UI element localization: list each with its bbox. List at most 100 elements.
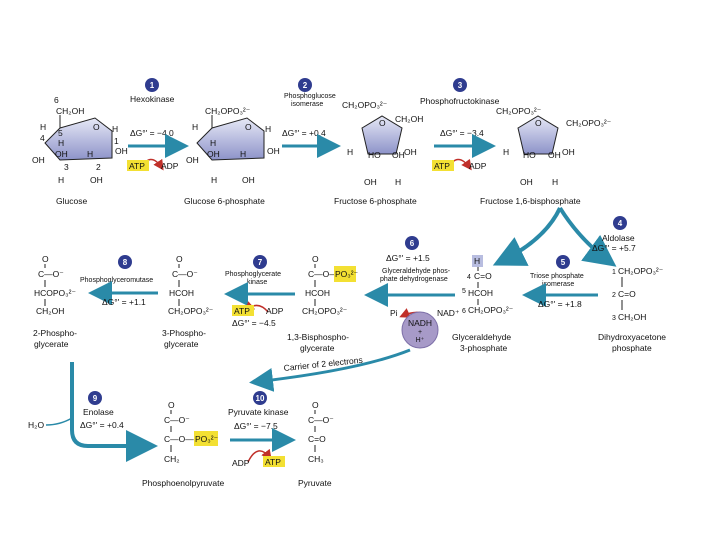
split-arrow-dhap <box>558 206 617 267</box>
acyl-phosphate: C—O— <box>308 269 338 279</box>
g3p-structure: H C=O 4 HCOH 5 CH₂OPO₃²⁻ 6 <box>462 255 514 315</box>
enzyme-name: Triose phosphate <box>530 273 584 280</box>
compound-label-g3p: 3-phosphate <box>460 343 508 353</box>
delta-g: ΔG°' = +0.4 <box>282 128 326 138</box>
compound-label-pep: Phosphoenolpyruvate <box>142 478 225 488</box>
bpg-structure: O C—O— PO₃²⁻ HCOH CH₂OPO₃²⁻ <box>302 254 359 316</box>
step-number: 8 <box>123 258 128 267</box>
delta-g: ΔG°' = −3.4 <box>440 128 484 138</box>
ho-group: HO <box>368 150 381 160</box>
oh-group: OH <box>404 147 417 157</box>
step-number: 6 <box>410 239 415 248</box>
phosphate-highlight <box>194 431 218 446</box>
methyl-group: CH₃ <box>308 454 324 464</box>
step-badge <box>453 78 467 92</box>
phosphate-group: CH₂OPO₃²⁻ <box>468 305 514 315</box>
o-atom: O <box>42 254 49 264</box>
step-6: 6 ΔG°' = +1.5 Glyceraldehyde phos- phate… <box>364 236 460 349</box>
enzyme-name: Pyruvate kinase <box>228 407 289 417</box>
step-badge <box>88 391 102 405</box>
oh-group: OH <box>115 146 128 156</box>
step-badge <box>613 216 627 230</box>
enzyme-name: kinase <box>247 279 267 286</box>
h-atom: H <box>211 175 217 185</box>
step-8: 8 Phosphoglyceromutase ΔG°' = +1.1 <box>80 255 158 307</box>
o-atom: O <box>312 254 319 264</box>
step-2: 2 Phosphoglucose isomerase ΔG°' = +0.4 <box>282 78 341 158</box>
o-atom: O <box>312 400 319 410</box>
enolase-arrow <box>70 362 158 462</box>
compound-label-3pg: 3-Phospho- <box>162 328 206 338</box>
highlight-h <box>472 255 483 267</box>
ch2oh-group: CH₂OH <box>36 306 64 316</box>
h-atom: H <box>552 177 558 187</box>
water-label: H₂O <box>28 420 44 430</box>
oh-group: OH <box>364 177 377 187</box>
delta-g: ΔG°' = +1.1 <box>102 297 146 307</box>
ketone-group: C=O <box>308 434 326 444</box>
compound-label-g3p: Glyceraldehyde <box>452 332 511 342</box>
step-badge <box>253 391 267 405</box>
electron-carrier-arrow <box>249 348 411 392</box>
delta-g: ΔG°' = +1.5 <box>386 253 430 263</box>
nadh-label: NADH <box>408 318 432 328</box>
carboxylate: C—O⁻ <box>308 415 334 425</box>
adp-label: ADP <box>232 458 250 468</box>
atp-label: ATP <box>265 457 281 467</box>
compound-label-bpg: 1,3-Bisphospho- <box>287 332 349 342</box>
step-number: 1 <box>150 81 155 90</box>
atp-highlight <box>127 160 149 171</box>
adp-label: ADP <box>161 161 179 171</box>
delta-g: ΔG°' = +1.8 <box>538 299 582 309</box>
phosphate-group: PO₃²⁻ <box>335 269 359 279</box>
h-atom: H <box>112 124 118 134</box>
step-1: 1 Hexokinase ΔG°' = −4.0 ATP ADP <box>127 78 189 171</box>
oh-group: OH <box>520 177 533 187</box>
enzyme-name: Phosphoglucose <box>284 93 336 100</box>
split-arrow-g3p <box>492 207 562 266</box>
carbon-number: 1 <box>612 269 616 276</box>
step-badge <box>556 255 570 269</box>
oh-group: OH <box>548 150 561 160</box>
pyranose-ring <box>196 117 265 161</box>
compound-label-2pg: glycerate <box>34 339 69 349</box>
ring-oxygen: O <box>379 118 386 128</box>
atp-label: ATP <box>434 161 450 171</box>
oh-group: OH <box>392 150 405 160</box>
pep-structure: O C—O⁻ C—O— PO₃²⁻ CH₂ <box>164 400 219 464</box>
h-atom: H <box>240 149 246 159</box>
step-number: 3 <box>458 81 463 90</box>
glucose-structure: 6 CH₂OH O H H 5 1 4 H OH OH OH H 3 2 H O… <box>32 95 128 185</box>
o-atom: O <box>168 400 175 410</box>
carbon-number: 6 <box>54 95 59 105</box>
ring-oxygen: O <box>245 122 252 132</box>
cofactor-curve <box>247 448 272 463</box>
step-10: 10 Pyruvate kinase ΔG°' = −7.5 ADP ATP <box>228 391 296 468</box>
step-number: 10 <box>256 394 265 403</box>
delta-g: ΔG°' = +5.7 <box>592 243 636 253</box>
methylene-group: CH₂ <box>164 454 180 464</box>
phosphate-group: CH₂OPO₃²⁻ <box>168 306 214 316</box>
delta-g: ΔG°' = −4.0 <box>130 128 174 138</box>
step-7: 7 Phosphoglycerate kinase ATP ADP ΔG°' =… <box>224 255 295 328</box>
h-atom: H <box>210 138 216 148</box>
nad-label: NAD⁺ <box>437 308 460 318</box>
furanose-ring <box>361 115 403 155</box>
enzyme-name: Phosphoglyceromutase <box>80 277 153 284</box>
phosphate-group: CH₂OPO₃²⁻ <box>342 100 388 110</box>
enzyme-name: Phosphofructokinase <box>420 96 500 106</box>
aldehyde-group: C=O <box>474 271 492 281</box>
atp-label: ATP <box>234 306 250 316</box>
h-atom: H <box>265 124 271 134</box>
atp-label: ATP <box>129 161 145 171</box>
carbonyl-group: C=O <box>618 289 636 299</box>
step-number: 7 <box>258 258 263 267</box>
o-atom: O <box>176 254 183 264</box>
ch2oh-group: CH₂OH <box>618 312 646 322</box>
atp-highlight <box>432 160 454 171</box>
water-branch <box>45 417 73 426</box>
carbon-number: 5 <box>462 288 466 295</box>
compound-label-dhap: phosphate <box>612 343 652 353</box>
carrier-label: Carrier of 2 electrons <box>283 355 363 373</box>
